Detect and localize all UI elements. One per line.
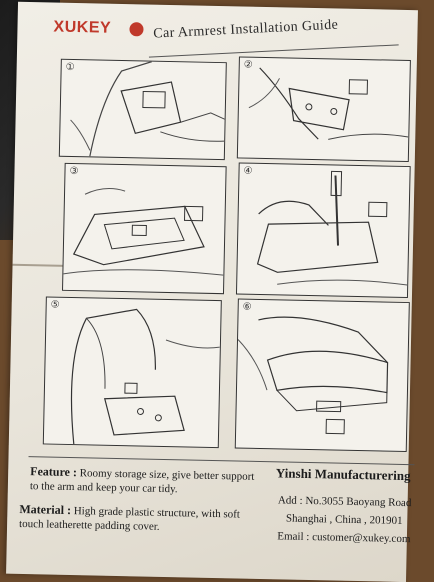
step-panel-5: ⑤ (42, 296, 222, 449)
step-panel-2: ② (236, 56, 411, 163)
feature-label: Feature : (30, 464, 78, 480)
material-text: Material : High grade plastic structure,… (19, 502, 260, 536)
step-5-illustration (70, 308, 220, 445)
step-6-illustration (237, 316, 389, 435)
step-panel-6: ⑥ (234, 298, 410, 453)
instruction-sheet: XUKEY Car Armrest Installation Guide ① ② (6, 1, 420, 582)
step-3-illustration (63, 188, 224, 276)
footer-divider (28, 456, 415, 466)
step-number: ① (65, 61, 75, 74)
step-panel-3: ③ (62, 162, 227, 295)
manufacturer-contact: Add : No.3055 Baoyang Road Shanghai , Ch… (269, 491, 420, 548)
title-underline (148, 44, 399, 58)
step-number: ③ (69, 165, 79, 178)
step-panel-1: ① (58, 58, 227, 161)
brand-logo: XUKEY (53, 18, 112, 37)
step-number: ⑥ (242, 301, 252, 313)
email-line: Email : customer@xukey.com (277, 530, 411, 546)
brand-logo-mark-icon (129, 22, 144, 37)
feature-text: Feature : Roomy storage size, give bette… (30, 464, 261, 498)
manufacturer-name: Yinshi Manufacturering (275, 465, 411, 484)
step-2-illustration (248, 67, 409, 140)
step-number: ② (243, 59, 253, 71)
step-1-illustration (70, 61, 225, 157)
step-4-illustration (256, 170, 408, 286)
sheet-header: XUKEY Car Armrest Installation Guide (53, 13, 414, 61)
step-number: ⑤ (50, 299, 60, 311)
step-panel-4: ④ (235, 162, 411, 299)
page-title: Car Armrest Installation Guide (152, 17, 339, 42)
material-label: Material : (19, 501, 72, 518)
step-number: ④ (243, 165, 253, 177)
